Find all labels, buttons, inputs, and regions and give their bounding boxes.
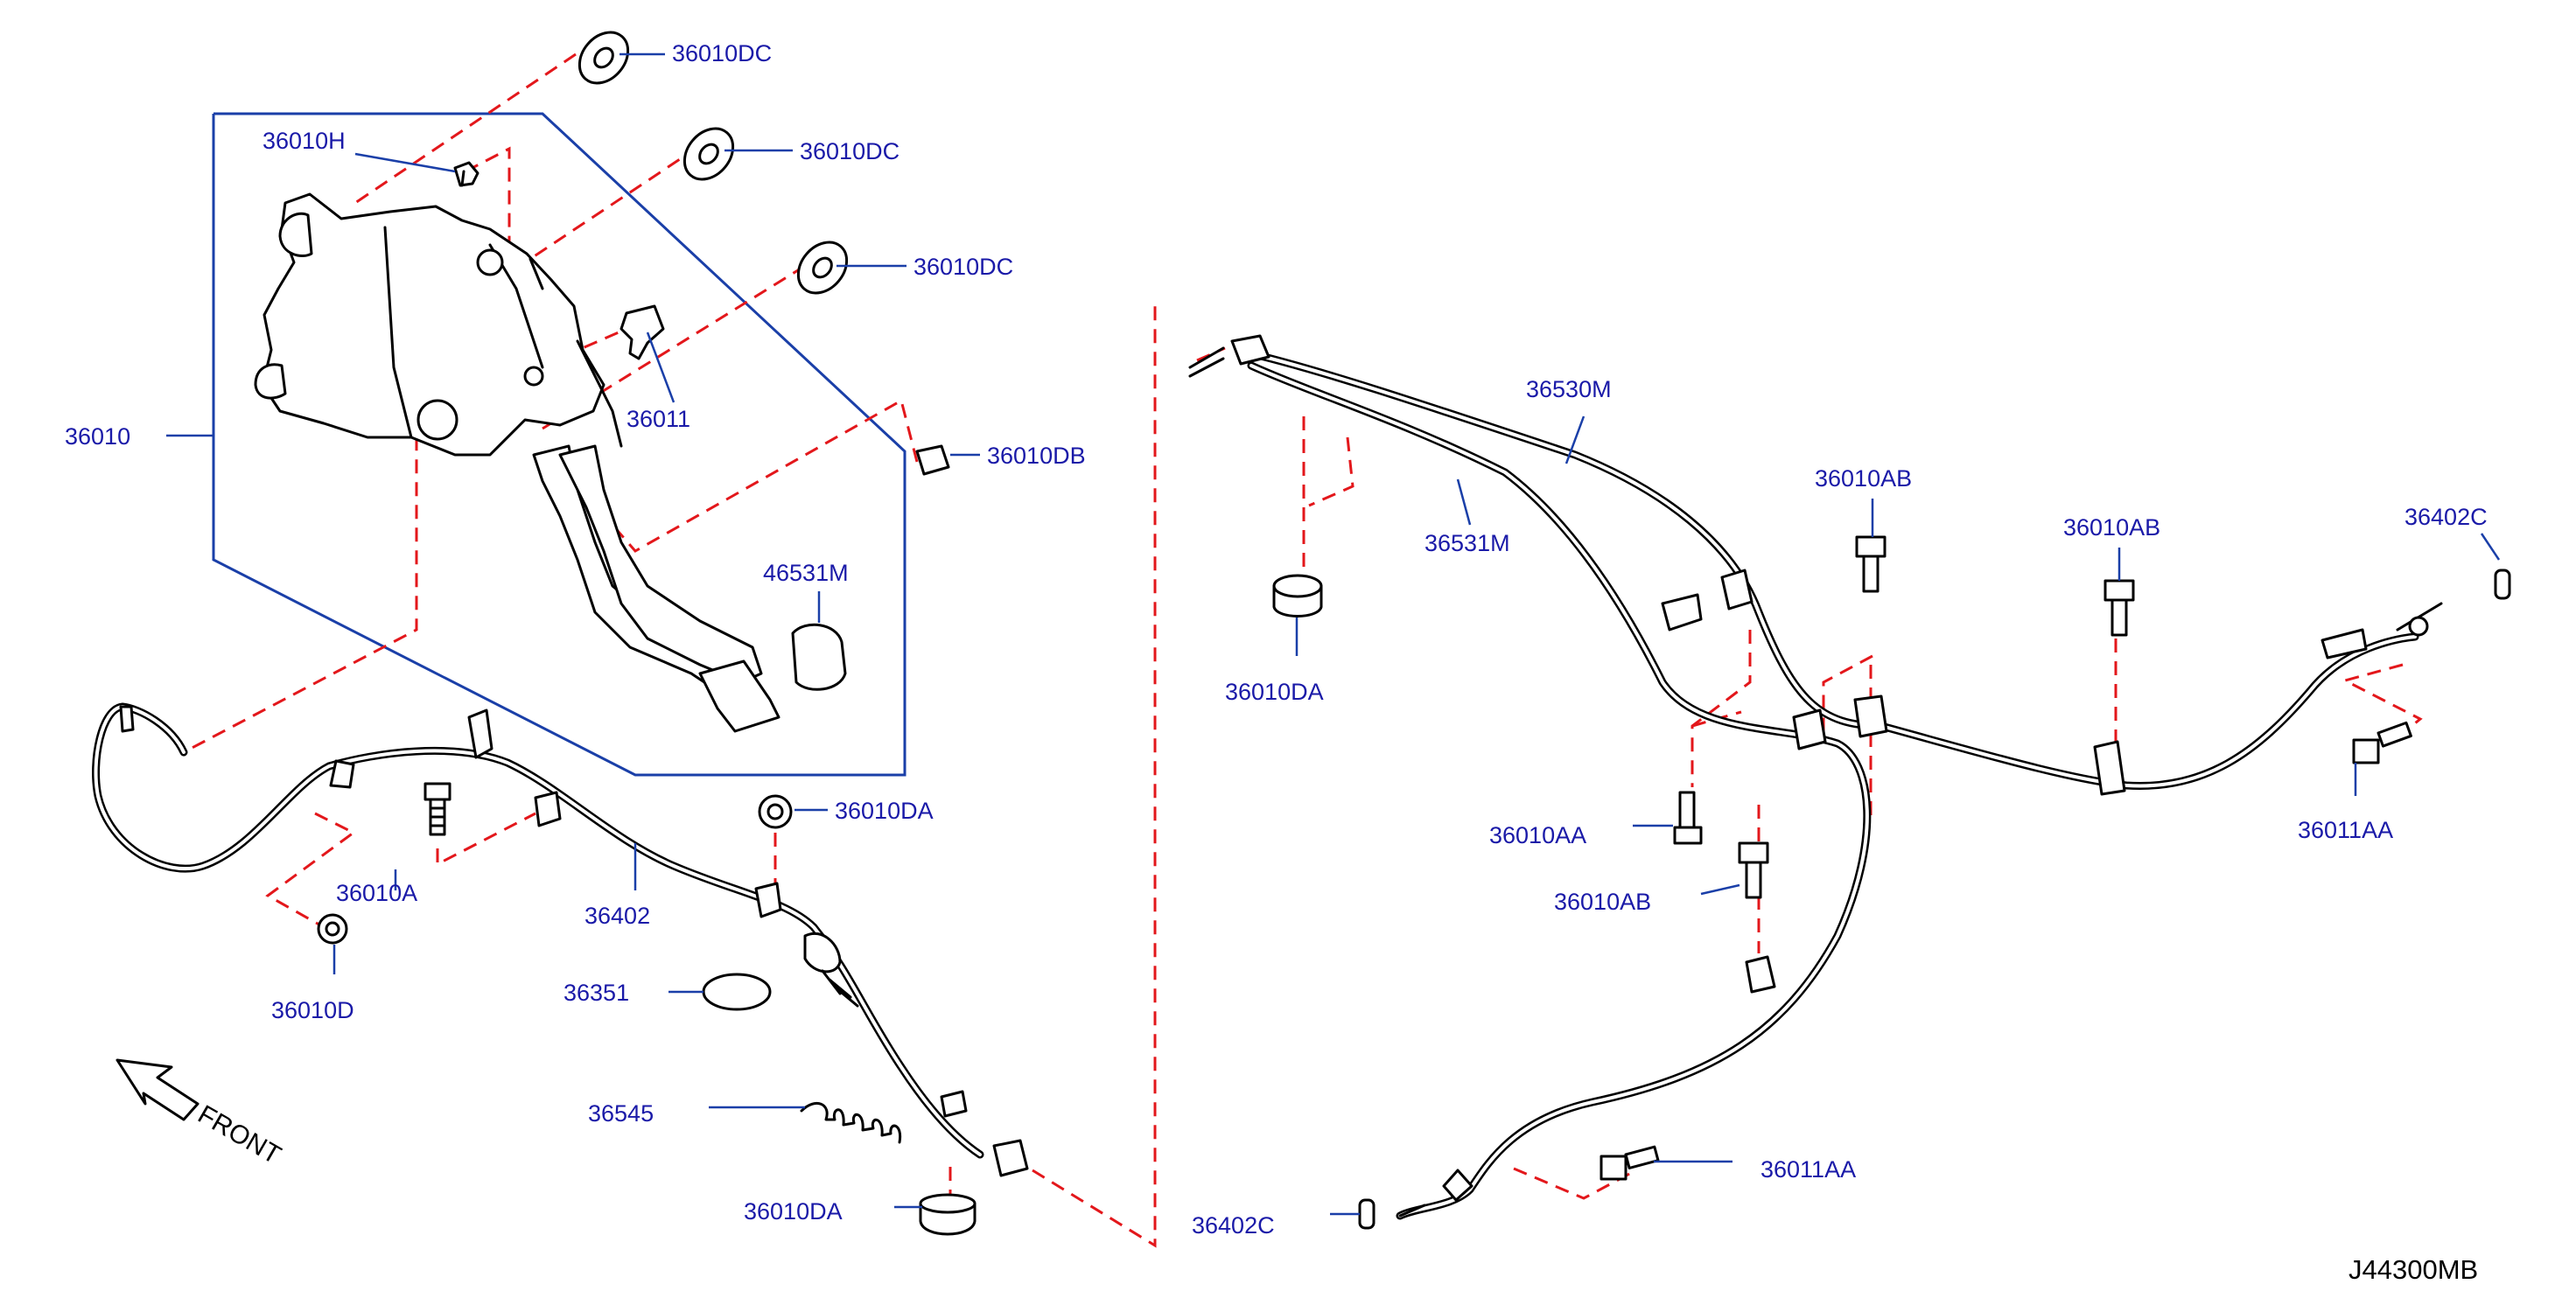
pin-36402c-upper [2494, 569, 2511, 600]
label-36010db: 36010DB [987, 443, 1086, 469]
bolt-36010aa [1673, 791, 1703, 845]
bolt-36010ab-2 [2104, 579, 2135, 637]
nut-36010da-upper-left [758, 794, 793, 829]
label-36010a: 36010A [336, 880, 417, 906]
label-46531m: 46531M [763, 560, 849, 586]
label-36011: 36011 [626, 406, 690, 432]
bolt-36010a [424, 782, 452, 836]
leader-lines [332, 52, 2501, 1216]
bolt-36011aa-lower [1600, 1145, 1660, 1181]
label-36402c-lower: 36402C [1192, 1212, 1275, 1239]
label-36010ab-2: 36010AB [2063, 514, 2160, 541]
assembly-box-outline [212, 112, 906, 777]
label-36011aa-lower: 36011AA [1760, 1156, 1856, 1183]
pedal-pad-46531m [791, 623, 847, 691]
label-36545: 36545 [588, 1100, 654, 1127]
label-36010ab-1: 36010AB [1815, 465, 1912, 492]
label-36010ab-3: 36010AB [1554, 889, 1651, 915]
label-36010: 36010 [65, 423, 130, 450]
washer-36010dc-2 [682, 127, 735, 181]
nut-36010d [317, 913, 348, 945]
grommet-36351 [702, 973, 772, 1011]
washer-36010dc-1 [578, 31, 630, 85]
label-36010aa: 36010AA [1489, 822, 1586, 848]
front-arrow-icon [116, 1058, 200, 1121]
washer-36010dc-3 [796, 241, 849, 295]
label-36530m: 36530M [1526, 376, 1612, 402]
label-36010da-lower-left: 36010DA [744, 1198, 843, 1225]
label-36010dc-top: 36010DC [672, 40, 772, 66]
label-36010dc-middle: 36010DC [800, 138, 900, 164]
rear-cable-ends [1188, 334, 2443, 1218]
rear-cable-36530m [1238, 347, 2419, 791]
bolt-36010ab-3 [1738, 841, 1769, 899]
clip-36010h [453, 161, 480, 187]
label-36010da-upper-left: 36010DA [835, 798, 934, 824]
label-36011aa-upper: 36011AA [2298, 817, 2393, 843]
clip-36010db [915, 444, 950, 476]
label-36010d: 36010D [271, 997, 354, 1023]
pin-36402c-lower [1358, 1198, 1376, 1230]
label-36402: 36402 [584, 903, 650, 929]
label-36010da-right: 36010DA [1225, 679, 1324, 705]
spring-36545 [800, 1101, 902, 1144]
diagram-code: J44300MB [2348, 1254, 2478, 1285]
label-36531m: 36531M [1424, 530, 1510, 556]
front-cable-36402 [92, 702, 1029, 1177]
nut-36010da-right [1272, 574, 1323, 618]
part-labels: 36010DC 36010H 36010DC 36010DC 36011 360… [65, 40, 2488, 1239]
dashed-connections-right [1196, 346, 2423, 1200]
front-label: FRONT [193, 1099, 286, 1169]
parking-brake-pedal-assembly [254, 192, 780, 733]
switch-36011 [620, 304, 665, 360]
label-36351: 36351 [564, 980, 629, 1006]
nut-36010da-lower-left [919, 1193, 976, 1236]
bolt-36010ab-1 [1855, 535, 1886, 593]
rear-cable-36531m [1247, 361, 1872, 1220]
bolt-36011aa-upper [2352, 721, 2412, 764]
label-36010dc-lower: 36010DC [914, 254, 1013, 280]
label-36010h: 36010H [262, 128, 346, 154]
label-36402c-upper: 36402C [2404, 504, 2488, 530]
